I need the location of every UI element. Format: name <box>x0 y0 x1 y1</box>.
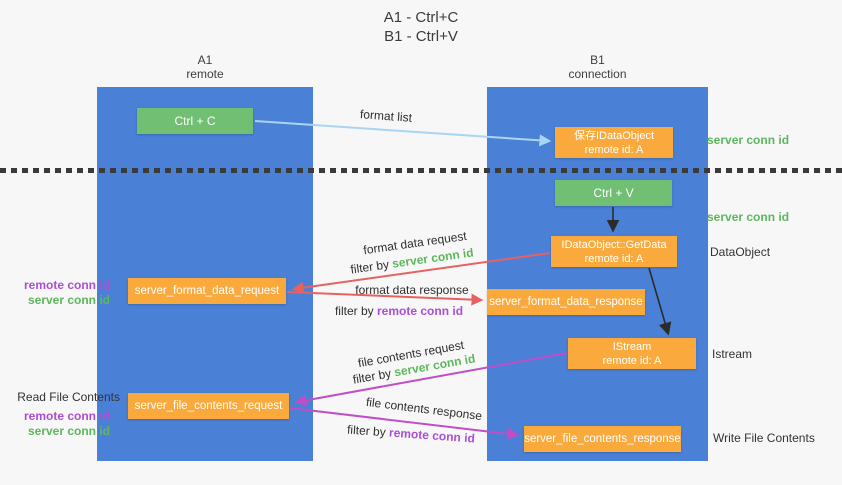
save-dataobject-line1: 保存IDataObject <box>573 130 655 142</box>
ctrl-v-label: Ctrl + V <box>593 186 634 200</box>
filter-prefix: filter by <box>349 257 390 277</box>
getdata-node: IDataObject::GetData remote id: A <box>551 236 677 267</box>
server-conn-id-annotation: server conn id <box>27 293 110 307</box>
getdata-line1: IDataObject::GetData <box>561 239 667 251</box>
format-list-label: format list <box>359 107 413 125</box>
remote-conn-id-text: remote conn id <box>388 425 476 446</box>
ctrl-v-node: Ctrl + V <box>555 180 672 206</box>
column-a1-id: A1 <box>197 53 213 67</box>
column-header-b1: B1 connection <box>487 53 708 81</box>
column-a1-name: remote <box>186 67 224 81</box>
server-conn-id-annotation: server conn id <box>27 424 110 438</box>
conn-id-annotations-bottom: remote conn id server conn id <box>24 409 110 439</box>
column-header-a1: A1 remote <box>97 53 313 81</box>
filter-prefix: filter by <box>351 366 393 387</box>
ctrl-c-label: Ctrl + C <box>174 114 216 128</box>
istream-node: IStream remote id: A <box>568 338 696 369</box>
server-format-data-request-label: server_format_data_request <box>134 285 280 297</box>
dataobject-annotation: DataObject <box>710 245 771 259</box>
diagram-title: A1 - Ctrl+C B1 - Ctrl+V <box>0 8 842 46</box>
column-b1-id: B1 <box>590 53 605 67</box>
filter-by-remote-conn-id-label-2: filter by remote conn id <box>347 423 476 446</box>
ctrl-c-node: Ctrl + C <box>137 108 253 134</box>
remote-conn-id-text: remote conn id <box>377 304 464 318</box>
title-line-2: B1 - Ctrl+V <box>384 28 458 45</box>
server-file-contents-request-label: server_file_contents_request <box>134 400 283 412</box>
server-format-data-response-label: server_format_data_response <box>489 296 643 308</box>
server-file-contents-request-node: server_file_contents_request <box>128 393 289 419</box>
istream-annotation: Istream <box>712 347 753 361</box>
filter-prefix: filter by <box>334 304 374 318</box>
remote-conn-id-annotation: remote conn id <box>23 278 110 292</box>
save-dataobject-node: 保存IDataObject remote id: A <box>555 127 673 158</box>
format-data-response-label: format data response <box>355 283 469 297</box>
server-conn-id-annotation-top: server conn id <box>707 133 790 147</box>
getdata-line2: remote id: A <box>584 253 644 265</box>
filter-by-remote-conn-id-label-1: filter by remote conn id <box>335 304 463 318</box>
column-b1-name: connection <box>568 67 627 81</box>
server-format-data-response-node: server_format_data_response <box>487 289 645 315</box>
server-file-contents-response-label: server_file_contents_response <box>524 433 681 445</box>
conn-id-annotations-top: remote conn id server conn id <box>24 278 110 308</box>
read-file-contents-annotation: Read File Contents <box>17 390 120 404</box>
filter-prefix: filter by <box>346 422 387 440</box>
server-format-data-request-node: server_format_data_request <box>128 278 286 304</box>
save-dataobject-line2: remote id: A <box>584 144 644 156</box>
file-contents-response-label: file contents response <box>365 394 483 424</box>
server-file-contents-response-node: server_file_contents_response <box>524 426 681 452</box>
remote-conn-id-annotation: remote conn id <box>23 409 110 423</box>
istream-line1: IStream <box>612 341 652 353</box>
phase-divider-dotted-line <box>0 168 842 173</box>
title-line-1: A1 - Ctrl+C <box>383 9 459 26</box>
server-conn-id-annotation-mid: server conn id <box>707 210 790 224</box>
istream-line2: remote id: A <box>602 355 662 367</box>
write-file-contents-annotation: Write File Contents <box>713 431 815 445</box>
